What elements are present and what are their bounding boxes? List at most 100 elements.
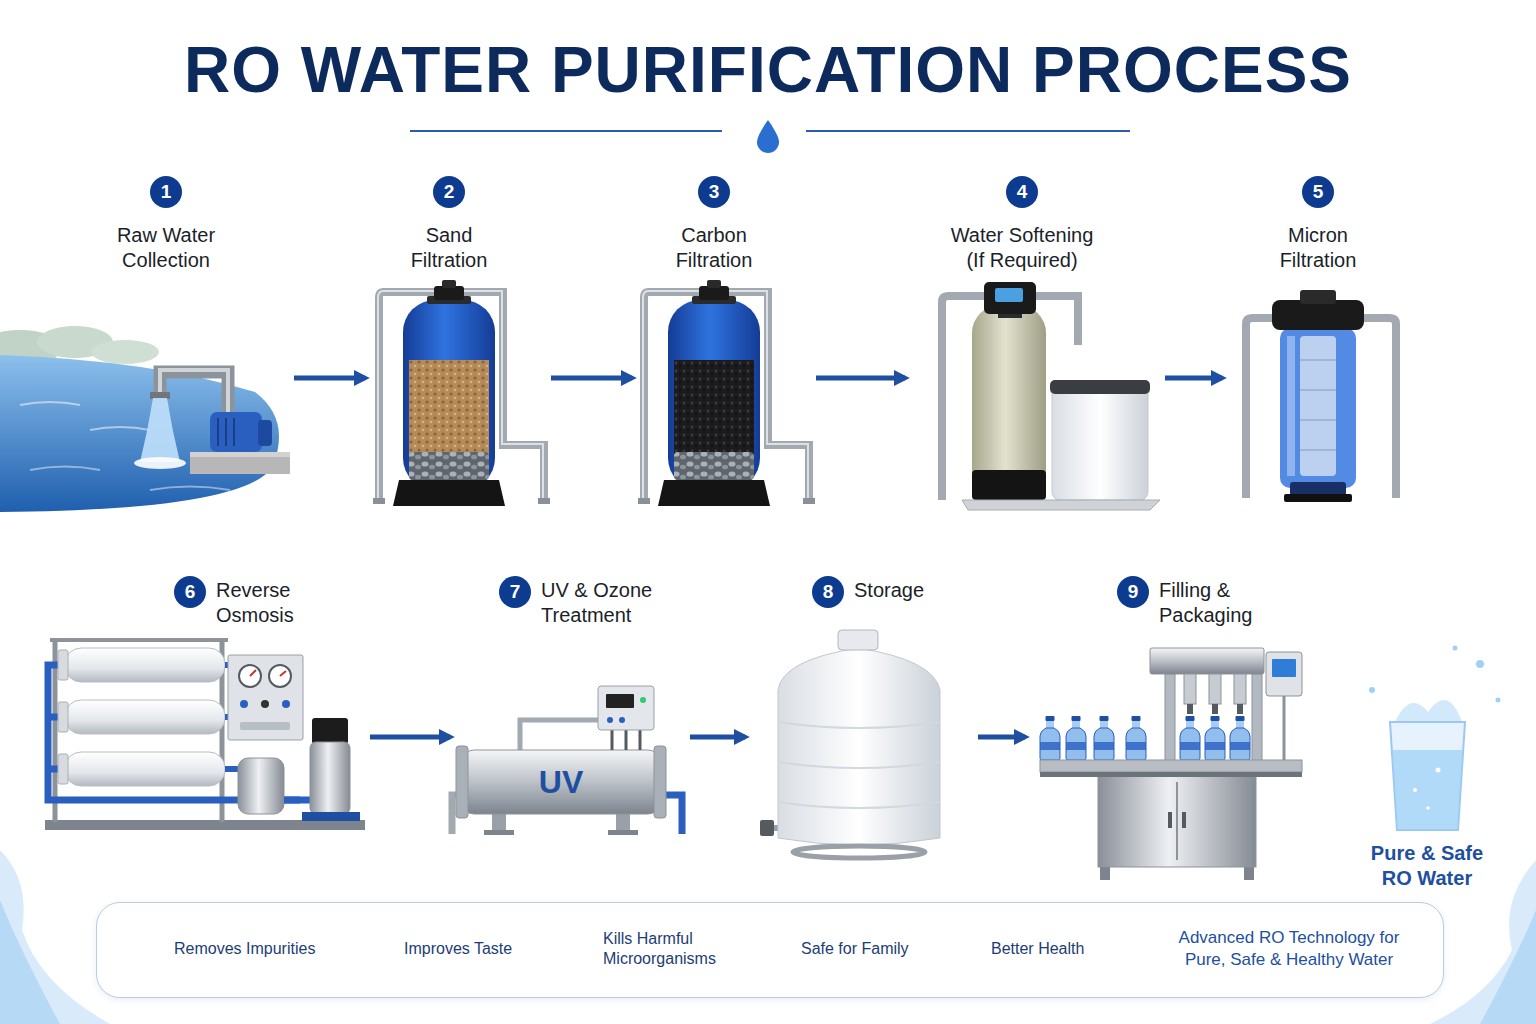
filling-machine — [1182, 812, 1186, 828]
reverse-osmosis-unit — [50, 638, 228, 642]
micron-filter — [1272, 300, 1364, 330]
storage-tank — [778, 722, 940, 728]
micron-filter — [1300, 419, 1336, 421]
flow-arrow — [370, 735, 450, 740]
benefit-label: Safe for Family — [801, 939, 931, 959]
step-number: 1 — [150, 176, 182, 208]
uv-unit — [607, 717, 613, 723]
label-cell: Pure & Safe RO Water — [1362, 841, 1492, 891]
filling-machine — [1272, 659, 1296, 677]
filling-machine — [1040, 648, 1302, 880]
raw-water-source — [217, 418, 219, 446]
step-header: 5Micron Filtration — [1222, 176, 1414, 273]
raw-water-source — [150, 392, 170, 399]
uv-unit — [616, 812, 630, 832]
process-step: 7 UV & Ozone Treatment — [450, 575, 690, 875]
raw-water-source — [258, 420, 272, 446]
micron-filter — [1284, 494, 1352, 502]
process-step: 9 Filling & Packaging — [1025, 575, 1310, 875]
step-number: 7 — [499, 576, 531, 608]
carbon-filter — [638, 280, 815, 506]
reverse-osmosis-unit — [240, 722, 290, 730]
reverse-osmosis-unit — [58, 650, 68, 680]
band-cell: Improves Taste — [404, 939, 544, 959]
micron-filter — [1246, 290, 1396, 502]
reverse-osmosis-unit — [65, 700, 225, 734]
uv-unit — [608, 830, 638, 835]
carbon-filter — [638, 498, 650, 504]
water-glass — [1369, 687, 1375, 693]
corner-splash — [0, 900, 60, 1024]
raw-water-source — [160, 370, 228, 418]
benefit-label: Kills Harmful Microorganisms — [603, 929, 743, 969]
raw-water-source — [90, 427, 150, 430]
sand-filter — [373, 498, 385, 504]
water-glass — [1390, 722, 1465, 830]
sand-filter — [373, 280, 550, 506]
corner-splash — [1480, 910, 1536, 1024]
filling-machine — [1040, 760, 1302, 772]
water-softener — [1052, 385, 1148, 500]
water-glass — [1413, 788, 1417, 792]
raw-water-source — [134, 457, 186, 469]
reverse-osmosis-unit — [280, 671, 286, 676]
uv-unit — [456, 746, 468, 818]
step-header: 3Carbon Filtration — [632, 176, 796, 273]
corner-splash — [0, 850, 1536, 1024]
flow-arrow — [551, 376, 632, 381]
uv-unit — [520, 720, 598, 752]
uv-unit — [598, 686, 654, 730]
step-header: 1Raw Water Collection — [40, 176, 292, 273]
process-step: 2Sand Filtration — [365, 175, 551, 520]
raw-water-source — [190, 452, 290, 457]
step-label: UV & Ozone Treatment — [541, 578, 666, 628]
sand-filter — [409, 452, 489, 480]
sand-filter — [434, 286, 464, 300]
raw-water-source — [150, 487, 230, 491]
carbon-filter — [658, 480, 770, 506]
step-label: Filling & Packaging — [1159, 578, 1269, 628]
band-cell: Better Health — [991, 939, 1111, 959]
raw-water-source — [0, 355, 279, 512]
reverse-osmosis-unit — [302, 812, 360, 821]
raw-water-source — [233, 418, 235, 446]
title-rule — [410, 130, 722, 132]
raw-water-source — [225, 418, 227, 446]
step-header: 6Reverse Osmosis — [174, 576, 316, 628]
filling-machine — [1126, 716, 1146, 760]
filling-machine — [1212, 704, 1218, 714]
filling-machine — [1168, 812, 1172, 828]
step-header: 2Sand Filtration — [365, 176, 533, 273]
title-rule — [806, 130, 1130, 132]
step-header: 4Water Softening (If Required) — [905, 176, 1139, 273]
process-step: 4Water Softening (If Required) — [905, 175, 1165, 520]
step-label: Micron Filtration — [1263, 223, 1373, 273]
filling-machine — [1176, 782, 1178, 860]
process-step: 8Storage — [745, 575, 978, 875]
raw-water-source — [210, 412, 262, 452]
water-glass — [1436, 768, 1441, 773]
water-softener — [962, 500, 1160, 510]
sand-filter — [442, 280, 456, 288]
band-cell: Kills Harmful Microorganisms — [603, 929, 743, 969]
reverse-osmosis-unit — [65, 648, 225, 682]
water-glass — [1392, 750, 1463, 830]
storage-tank — [838, 630, 878, 650]
water-glass — [1496, 698, 1501, 703]
band-tagline: Advanced RO Technology for Pure, Safe & … — [1169, 927, 1409, 971]
step-header: 8Storage — [812, 576, 974, 608]
process-step: 5Micron Filtration — [1222, 175, 1414, 520]
water-glass — [1476, 660, 1484, 668]
reverse-osmosis-unit — [65, 752, 225, 786]
carbon-filter — [699, 286, 729, 300]
reverse-osmosis-unit — [282, 700, 290, 708]
micron-filter — [1300, 290, 1336, 304]
step-number: 4 — [1006, 176, 1038, 208]
band-cell: Removes Impurities — [174, 939, 344, 959]
storage-tank — [778, 762, 940, 768]
water-glass — [1453, 646, 1458, 651]
micron-filter — [1352, 318, 1396, 498]
filling-machine — [1205, 716, 1225, 760]
step-number: 9 — [1117, 576, 1149, 608]
